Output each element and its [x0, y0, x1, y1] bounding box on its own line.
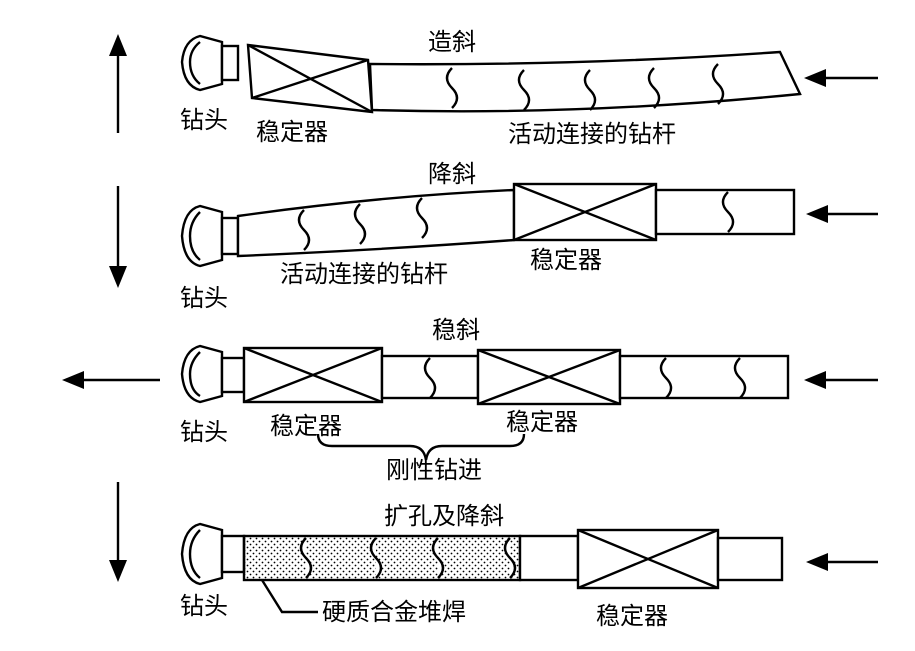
stabilizer-icon	[242, 346, 384, 404]
panel-title: 降斜	[428, 160, 476, 188]
vertical-double-arrow-icon	[109, 186, 127, 288]
vertical-double-arrow-icon	[109, 34, 127, 133]
pipe-section-icon	[380, 354, 480, 400]
thrust-arrow-icon	[806, 205, 878, 223]
stabilizer-label: 稳定器	[270, 412, 342, 440]
rigid-drilling-label: 刚性钻进	[386, 456, 482, 484]
drill-bit-icon	[180, 522, 246, 586]
left-arrow-icon	[62, 371, 160, 389]
pipe-section-icon	[618, 354, 790, 400]
stabilizer-icon	[576, 528, 720, 590]
articulated-pipe-icon	[368, 50, 802, 113]
stabilizer-label: 稳定器	[530, 246, 602, 274]
panel-title: 扩孔及降斜	[384, 502, 504, 530]
panel-title: 稳斜	[432, 316, 480, 344]
panel-hold-angle: 稳斜 钻头 稳定器 稳定器 刚性钻进	[62, 316, 878, 484]
thrust-arrow-icon	[804, 371, 878, 389]
thrust-arrow-icon	[804, 69, 878, 87]
hardfacing-label: 硬质合金堆焊	[322, 598, 466, 626]
articulated-pipe-icon	[236, 188, 516, 258]
pipe-section-icon	[518, 534, 580, 582]
down-arrow-icon	[109, 482, 127, 582]
stabilizer-label: 稳定器	[506, 408, 578, 436]
bit-label: 钻头	[180, 592, 228, 620]
pipe-section-icon	[654, 188, 796, 236]
pipe-label: 活动连接的钻杆	[508, 120, 676, 148]
panel-drop-angle: 降斜 钻头 活动连接的钻杆 稳定器	[109, 160, 878, 312]
stabilizer-icon	[246, 43, 374, 114]
pipe-label: 活动连接的钻杆	[280, 260, 448, 288]
stabilizer-icon	[512, 182, 658, 242]
hardfacing-section-icon	[242, 534, 522, 582]
stabilizer-label: 稳定器	[596, 602, 668, 630]
panel-ream-and-drop: 扩孔及降斜 钻头 硬质合金堆焊 稳定器	[109, 482, 878, 630]
rigid-section-brace	[316, 433, 526, 461]
thrust-arrow-icon	[806, 553, 878, 571]
drill-bit-icon	[180, 34, 240, 92]
panel-build-angle: 造斜 钻头 稳定器 活动连接的钻杆	[109, 28, 878, 148]
pipe-section-icon	[716, 536, 784, 582]
bit-label: 钻头	[180, 418, 228, 446]
drill-bit-icon	[180, 344, 246, 404]
stabilizer-label: 稳定器	[256, 118, 328, 146]
bit-label: 钻头	[180, 284, 228, 312]
panel-title: 造斜	[428, 28, 476, 56]
hardfacing-leader-line	[260, 579, 318, 614]
drill-bit-icon	[180, 204, 240, 268]
bit-label: 钻头	[180, 106, 228, 134]
stabilizer-icon	[476, 348, 622, 406]
